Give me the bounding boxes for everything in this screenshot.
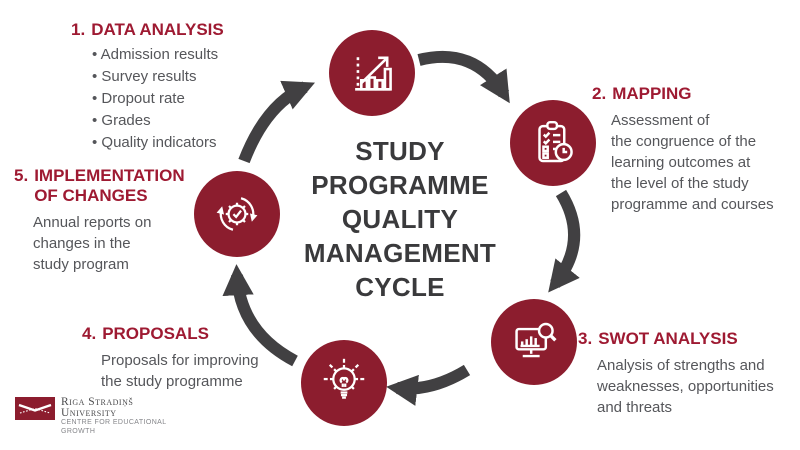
arrow-stage2-to-stage3 — [548, 189, 581, 293]
stage1-heading: 1. DATA ANALYSIS — [71, 20, 224, 40]
list-item: Grades — [92, 110, 224, 132]
stage2-description: Assessment of the congruence of the lear… — [611, 112, 774, 213]
stage4-title: PROPOSALS — [102, 324, 209, 343]
university-name-line1: Riga Stradiņš — [61, 396, 134, 408]
stage2-text-block: 2. MAPPING Assessment of the congruence … — [592, 84, 774, 215]
center-title-line: STUDY — [355, 136, 445, 166]
list-item: Dropout rate — [92, 88, 224, 110]
stage5-heading: 5. IMPLEMENTATION OF CHANGES — [14, 166, 185, 206]
center-title-line: MANAGEMENT — [303, 238, 497, 268]
gear-cycle-check-icon — [216, 197, 258, 231]
stage3-number: 3. — [578, 329, 593, 348]
arrow-stage3-to-stage4 — [386, 364, 471, 406]
stage3-swot-badge — [491, 299, 577, 385]
logo-text: Riga Stradiņš University CENTRE FOR EDUC… — [61, 397, 167, 436]
stage4-proposals-badge — [301, 340, 387, 426]
stage1-text-block: 1. DATA ANALYSIS Admission results Surve… — [71, 20, 224, 154]
stage5-description: Annual reports on changes in the study p… — [33, 214, 152, 273]
bar-chart-growth-icon — [355, 56, 392, 91]
stage5-number: 5. — [14, 166, 29, 185]
stage1-number: 1. — [71, 20, 86, 39]
university-logo: Riga Stradiņš University CENTRE FOR EDUC… — [15, 397, 167, 436]
stage4-description: Proposals for improving the study progra… — [101, 352, 259, 390]
university-name-line2: University — [61, 406, 117, 419]
center-title-line: PROGRAMME — [311, 170, 489, 200]
stage3-heading: 3. SWOT ANALYSIS — [578, 329, 774, 349]
rsu-logo-mark-icon — [15, 397, 55, 420]
stage2-title: MAPPING — [612, 84, 692, 103]
stage5-title: IMPLEMENTATION OF CHANGES — [34, 166, 185, 205]
center-title-line: CYCLE — [355, 272, 445, 302]
lightbulb-gear-icon — [323, 358, 365, 399]
stage3-description: Analysis of strengths and weaknesses, op… — [597, 357, 774, 416]
list-item: Admission results — [92, 44, 224, 66]
stage4-heading: 4. PROPOSALS — [82, 324, 259, 344]
stage4-number: 4. — [82, 324, 97, 343]
stage1-data-analysis-badge — [329, 30, 415, 116]
stage3-text-block: 3. SWOT ANALYSIS Analysis of strengths a… — [578, 329, 774, 418]
stage3-title: SWOT ANALYSIS — [598, 329, 738, 348]
monitor-chart-magnifier-icon — [515, 322, 557, 358]
stage2-mapping-badge — [510, 100, 596, 186]
logo-subtitle-line2: GROWTH — [61, 428, 96, 435]
stage4-text-block: 4. PROPOSALS Proposals for improving the… — [82, 324, 259, 392]
arrow-stage1-to-stage2 — [417, 50, 510, 104]
stage1-title: DATA ANALYSIS — [91, 20, 224, 39]
arrow-stage5-to-stage1 — [238, 80, 316, 164]
list-item: Survey results — [92, 66, 224, 88]
stage5-implementation-badge — [194, 171, 280, 257]
checklist-clock-icon — [538, 120, 573, 163]
stage2-heading: 2. MAPPING — [592, 84, 774, 104]
arrow-stage4-to-stage5 — [222, 264, 298, 367]
logo-subtitle-line1: CENTRE FOR EDUCATIONAL — [61, 419, 167, 426]
stage1-bullet-list: Admission results Survey results Dropout… — [92, 44, 224, 154]
center-title: STUDY PROGRAMME QUALITY MANAGEMENT CYCLE — [295, 134, 505, 304]
list-item: Quality indicators — [92, 132, 224, 154]
center-title-line: QUALITY — [341, 204, 459, 234]
stage2-number: 2. — [592, 84, 607, 103]
stage5-text-block: 5. IMPLEMENTATION OF CHANGES Annual repo… — [14, 166, 185, 275]
